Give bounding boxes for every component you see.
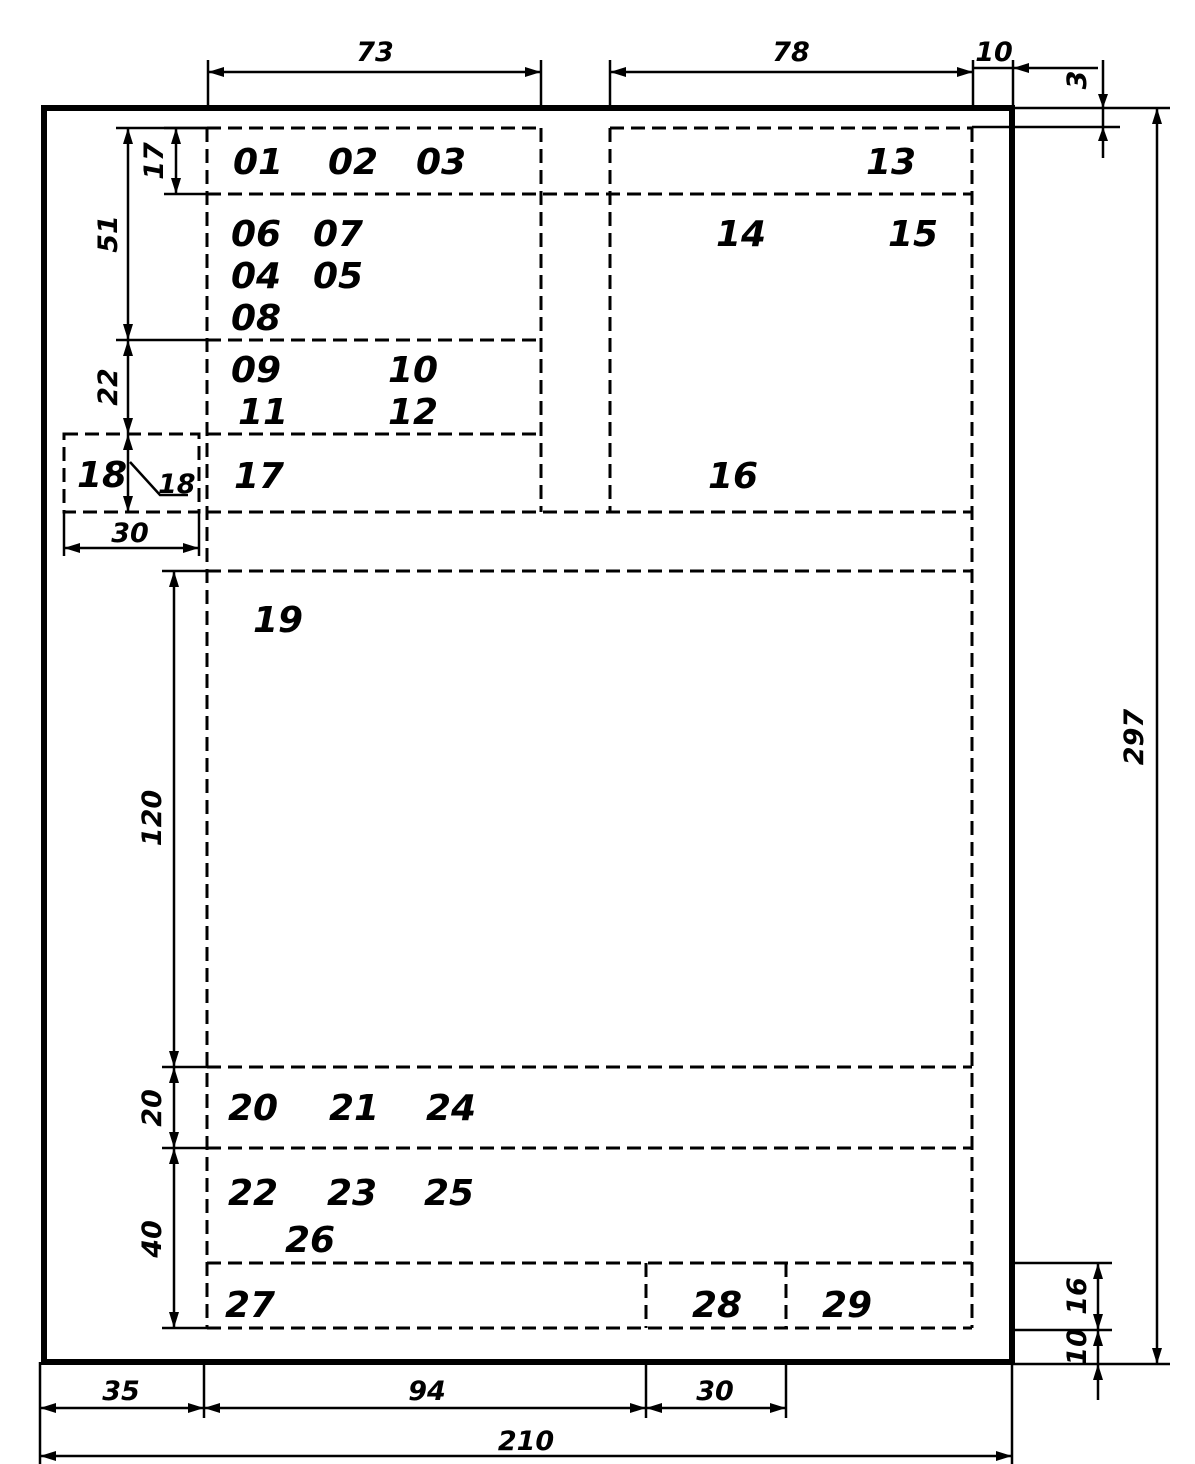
field-22: 22	[228, 1173, 278, 1214]
field-16: 16	[708, 456, 758, 497]
field-11: 11	[238, 392, 288, 433]
dimension-lines	[38, 60, 1170, 1464]
field-10: 10	[388, 350, 438, 391]
field-18: 18	[77, 455, 127, 496]
field-08: 08	[231, 298, 281, 339]
field-09: 09	[231, 350, 281, 391]
field-26: 26	[285, 1220, 335, 1261]
field-23: 23	[327, 1173, 377, 1214]
dim-label-35: 35	[102, 1376, 140, 1407]
field-03: 03	[416, 142, 466, 183]
field-06: 06	[231, 214, 281, 255]
field-21: 21	[329, 1088, 379, 1129]
field-07: 07	[313, 214, 363, 255]
field-grid	[62, 126, 974, 1330]
field-18-box	[62, 432, 201, 514]
field-27: 27	[225, 1285, 275, 1326]
dim-label-120: 120	[137, 790, 168, 846]
dim-label-22: 22	[93, 368, 124, 406]
dim-label-3: 3	[1062, 71, 1093, 90]
dim-label-17: 17	[139, 142, 170, 180]
dim-label-30-left: 30	[111, 518, 149, 549]
dim-label-73: 73	[356, 37, 394, 68]
dimension-labels: 73 78 10 3 17 51 22 18 30 120 20 40 297 …	[93, 37, 1150, 1457]
dim-label-94: 94	[408, 1376, 446, 1407]
field-05: 05	[313, 256, 363, 297]
dim-label-78: 78	[772, 37, 810, 68]
field-19: 19	[253, 600, 303, 641]
field-24: 24	[426, 1088, 476, 1129]
leader-18	[129, 461, 188, 497]
field-13: 13	[866, 142, 916, 183]
field-01: 01	[233, 142, 283, 183]
field-25: 25	[424, 1173, 474, 1214]
dim-label-10-right: 10	[1062, 1328, 1093, 1366]
dim-label-16: 16	[1062, 1277, 1093, 1315]
field-numbers: 01 02 03 13 06 07 14 15 04 05 08 09 10 1…	[77, 142, 938, 1326]
dim-label-30-bottom: 30	[696, 1376, 734, 1407]
field-15: 15	[888, 214, 938, 255]
field-29: 29	[822, 1285, 872, 1326]
dim-label-10-top: 10	[975, 37, 1013, 68]
dim-label-40: 40	[137, 1220, 168, 1259]
field-12: 12	[388, 392, 438, 433]
sheet-outer-frame	[41, 105, 1015, 1365]
field-20: 20	[228, 1088, 278, 1129]
field-02: 02	[328, 142, 378, 183]
field-04: 04	[231, 256, 281, 297]
field-14: 14	[716, 214, 766, 255]
field-28: 28	[692, 1285, 742, 1326]
dim-label-210: 210	[498, 1426, 554, 1457]
field-17: 17	[234, 456, 284, 497]
dim-label-51: 51	[93, 215, 124, 253]
dim-label-18-inner: 18	[158, 469, 196, 500]
dim-label-297: 297	[1119, 709, 1150, 766]
dim-label-20: 20	[137, 1089, 168, 1127]
